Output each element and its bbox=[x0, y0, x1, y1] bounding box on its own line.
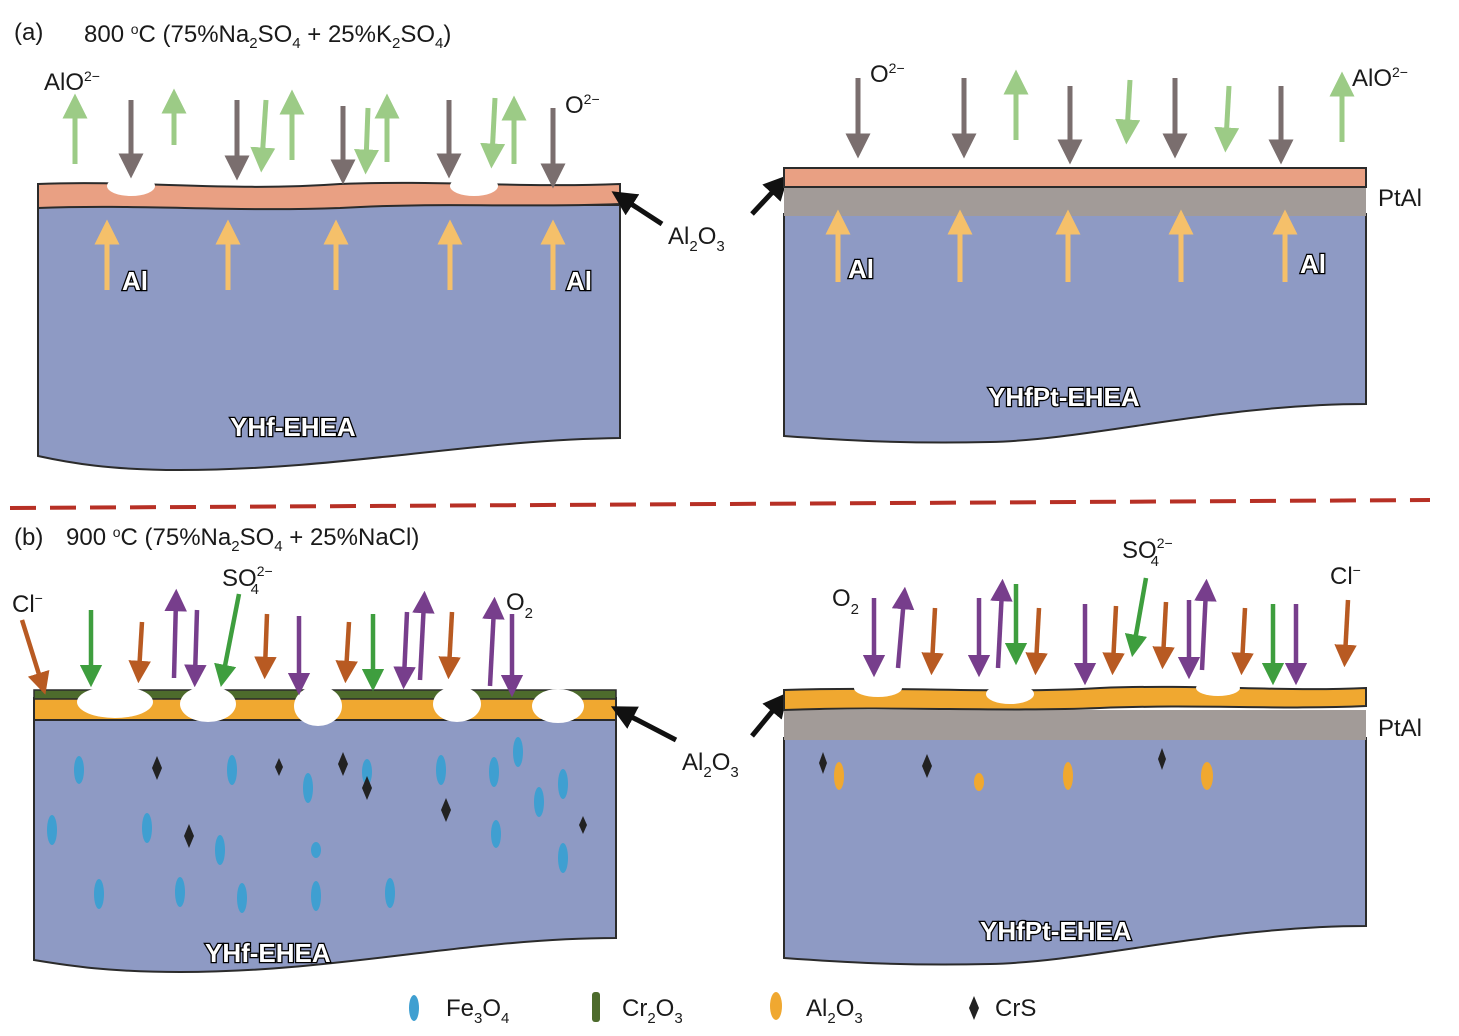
al-diffusion-label: Al bbox=[1300, 249, 1326, 279]
alumina-particles bbox=[834, 762, 1213, 791]
gray-arrows bbox=[845, 78, 1294, 165]
orange-arrows bbox=[921, 599, 1357, 676]
sample-a-right: Al Al O2− AlO2− PtAl YHfPt-EHEA bbox=[783, 60, 1422, 444]
alumina-scale-layer bbox=[783, 167, 1367, 188]
scale-pit bbox=[107, 176, 155, 196]
legend-label: CrS bbox=[995, 995, 1036, 1022]
so4-ion-label: SO2−4 bbox=[1122, 535, 1173, 570]
cl-ion-label: Cl− bbox=[12, 590, 43, 618]
substrate-label: YHfPt-EHEA bbox=[988, 382, 1140, 412]
al-diffusion-label: Al bbox=[848, 254, 874, 284]
scale-pits bbox=[77, 686, 584, 726]
purple-arrows bbox=[164, 588, 524, 698]
al-diffusion-label: Al bbox=[122, 266, 148, 296]
o2-label: O2 bbox=[506, 589, 533, 622]
scale-pit bbox=[450, 176, 498, 196]
panel-a-condition: 800 oC (75%Na2SO4 + 25%K2SO4) bbox=[84, 21, 451, 52]
tan-arrows bbox=[825, 209, 1298, 282]
crs-particles bbox=[819, 748, 1166, 778]
sample-b-right: O2 SO2−4 Cl− PtAl YHfPt-EHEA bbox=[783, 535, 1422, 966]
pointer-arrow bbox=[750, 174, 789, 216]
substrate-label: YHf-EHEA bbox=[205, 938, 331, 968]
ptal-label: PtAl bbox=[1378, 715, 1422, 742]
green-bar-icon bbox=[592, 992, 600, 1022]
substrate-block bbox=[783, 213, 1367, 444]
pointer-arrow bbox=[750, 692, 788, 738]
alo-ion-label: AlO2− bbox=[1352, 64, 1408, 92]
gray-arrows bbox=[118, 100, 566, 189]
alo-ion-label: AlO2− bbox=[44, 68, 100, 96]
panel-divider bbox=[9, 498, 1431, 510]
sample-a-left: Al Al AlO2− O2− YHf-EHEA bbox=[37, 68, 621, 472]
panel-b-condition: 900 oC (75%Na2SO4 + 25%NaCl) bbox=[66, 524, 419, 555]
tan-arrows bbox=[94, 219, 566, 290]
substrate-block bbox=[33, 717, 617, 974]
substrate-block bbox=[783, 737, 1367, 966]
pointer-arrow bbox=[610, 706, 678, 743]
scale-pits bbox=[854, 679, 1240, 704]
ptal-coating-layer bbox=[784, 710, 1366, 740]
alumina-scale-label: Al2O3 bbox=[668, 223, 725, 255]
crs-particles bbox=[152, 752, 587, 848]
lightgreen-arrows bbox=[1003, 69, 1355, 153]
ptal-label: PtAl bbox=[1378, 185, 1422, 212]
orange-ellipse-icon bbox=[770, 992, 782, 1020]
panel-a-tag: (a) bbox=[14, 19, 43, 46]
purple-arrows bbox=[862, 578, 1308, 686]
legend-label: Fe3O4 bbox=[446, 995, 509, 1027]
o2-label: O2 bbox=[832, 585, 859, 618]
substrate-label: YHfPt-EHEA bbox=[980, 916, 1132, 946]
o-ion-label: O2− bbox=[565, 91, 600, 119]
iron-oxide-particles bbox=[47, 737, 568, 913]
panel-b: (b) 900 oC (75%Na2SO4 + 25%NaCl) bbox=[12, 524, 1422, 974]
lightgreen-arrows bbox=[62, 88, 527, 175]
legend-label: Cr2O3 bbox=[622, 995, 683, 1027]
sample-b-left: Cl− SO2−4 O2 YHf-EHEA bbox=[12, 563, 617, 974]
black-diamond-icon bbox=[969, 996, 979, 1020]
orange-arrows bbox=[19, 611, 461, 695]
ptal-coating-layer bbox=[784, 186, 1366, 216]
substrate-block bbox=[37, 204, 621, 472]
green-arrows bbox=[1004, 577, 1285, 686]
green-arrows bbox=[79, 593, 385, 692]
pointer-arrow bbox=[611, 191, 664, 227]
blue-ellipse-icon bbox=[409, 995, 419, 1021]
alumina-scale-label: Al2O3 bbox=[682, 749, 739, 781]
panel-b-tag: (b) bbox=[14, 524, 43, 551]
substrate-label: YHf-EHEA bbox=[230, 412, 356, 442]
al-diffusion-label: Al bbox=[566, 266, 592, 296]
cl-ion-label: Cl− bbox=[1330, 562, 1361, 590]
panel-a: (a) 800 oC (75%Na2SO4 + 25%K2SO4) bbox=[14, 19, 1422, 472]
so4-ion-label: SO2−4 bbox=[222, 563, 273, 598]
legend-label: Al2O3 bbox=[806, 995, 863, 1027]
legend: Fe3O4 Cr2O3 Al2O3 CrS bbox=[409, 992, 1036, 1027]
o-ion-label: O2− bbox=[870, 60, 905, 88]
